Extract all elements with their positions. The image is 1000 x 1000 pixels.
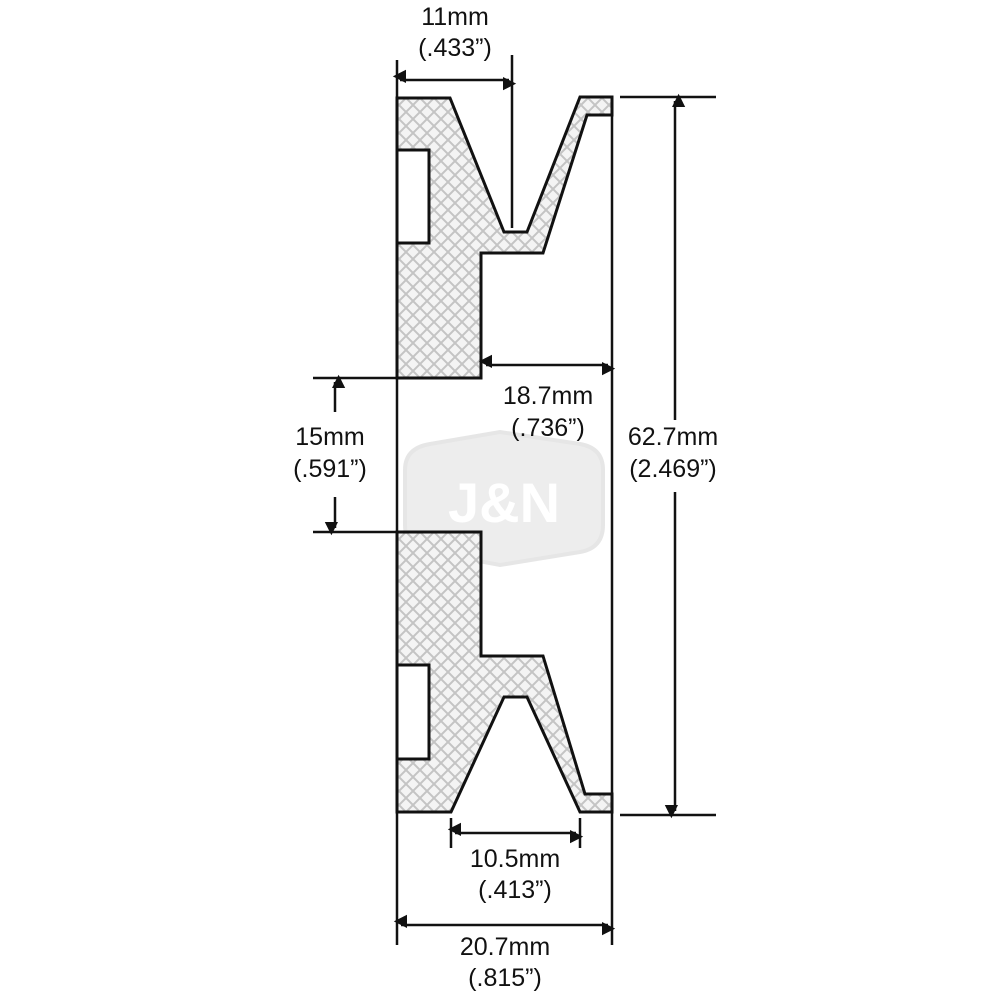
label-hub-depth-mm: 18.7mm <box>503 382 593 410</box>
watermark-text: J&N <box>448 471 560 534</box>
label-overall-width-mm: 20.7mm <box>460 933 550 961</box>
label-hub-depth-inch: (.736”) <box>511 414 585 442</box>
label-bore-mm: 15mm <box>295 423 364 451</box>
label-outer-diameter-mm: 62.7mm <box>628 423 718 451</box>
label-bore-inch: (.591”) <box>293 455 367 483</box>
label-overall-width-inch: (.815”) <box>468 964 542 992</box>
label-bottom-groove-inch: (.413”) <box>478 876 552 904</box>
label-bottom-groove-mm: 10.5mm <box>470 845 560 873</box>
label-top-groove-inch: (.433”) <box>418 34 492 62</box>
label-top-groove-mm: 11mm <box>421 3 489 31</box>
lower-keyway <box>395 663 431 761</box>
label-outer-diameter-inch: (2.469”) <box>629 455 717 483</box>
upper-keyway <box>395 148 431 245</box>
